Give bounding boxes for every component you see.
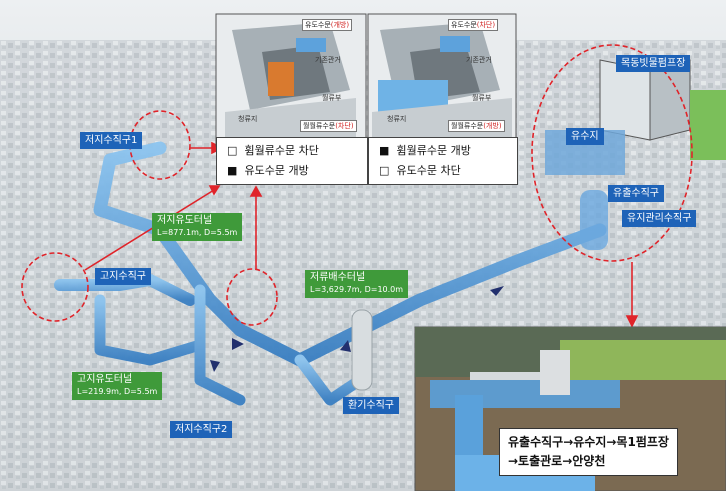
label-low-shaft-2: 저지수직구2 bbox=[170, 421, 233, 438]
inset-left-frame bbox=[215, 13, 367, 147]
label-low-shaft-1: 저지수직구1 bbox=[80, 132, 143, 149]
legend-right-mark-1: ■ bbox=[379, 144, 390, 157]
inset-left-existing-pipe: 기존관거 bbox=[315, 56, 341, 64]
label-high-tunnel-spec: L=219.9m, D=5.5m bbox=[77, 387, 158, 396]
inset-left-ground: 청류지 bbox=[238, 115, 258, 123]
legend-left-text-2: 유도수문 개방 bbox=[244, 164, 309, 177]
label-storage-tunnel: 저류배수터널 L=3,629.7m, D=10.0m bbox=[305, 270, 409, 298]
label-low-tunnel-title: 저지유도터널 bbox=[157, 215, 213, 226]
label-maintenance-shaft: 유지관리수직구 bbox=[622, 210, 697, 227]
inset-right-existing-pipe: 기존관거 bbox=[466, 56, 492, 64]
callout-circle-outflow bbox=[531, 44, 693, 262]
route-caption-line-1: 유출수직구→유수지→목1펌프장 bbox=[508, 435, 669, 449]
legend-right-mark-2: □ bbox=[379, 164, 390, 177]
inset-right-gate-top: 유도수문(차단) bbox=[448, 19, 499, 31]
route-caption: 유출수직구→유수지→목1펌프장 →토출관로→안양천 bbox=[499, 428, 678, 476]
label-low-tunnel-spec: L=877.1m, D=5.5m bbox=[157, 228, 238, 237]
pump-station-graphic bbox=[545, 59, 726, 175]
inset-left-gate-bottom: 월월류수문(차단) bbox=[300, 120, 357, 132]
label-high-tunnel: 고지유도터널 L=219.9m, D=5.5m bbox=[72, 372, 163, 400]
route-caption-line-2: →토출관로→안양천 bbox=[508, 454, 606, 468]
legend-right-text-2: 유도수문 차단 bbox=[396, 164, 461, 177]
label-low-tunnel: 저지유도터널 L=877.1m, D=5.5m bbox=[152, 213, 243, 241]
inset-left-overflow-weir: 월류부 bbox=[322, 94, 342, 102]
legend-left-mark-2: ■ bbox=[227, 164, 238, 177]
legend-left: □ 휨월류수문 차단 ■ 유도수문 개방 bbox=[216, 137, 368, 185]
label-high-tunnel-title: 고지유도터널 bbox=[77, 374, 133, 385]
callout-circle-junction bbox=[226, 268, 278, 326]
label-outflow-shaft: 유출수직구 bbox=[608, 185, 664, 202]
flow-arrows bbox=[210, 286, 504, 372]
label-high-shaft: 고지수직구 bbox=[95, 268, 151, 285]
label-storage-tunnel-title: 저류배수터널 bbox=[310, 272, 366, 283]
inset-left-gate-top: 유도수문(개방) bbox=[302, 19, 353, 31]
legend-left-mark-1: □ bbox=[227, 144, 238, 157]
inset-right-gate-bottom: 월월류수문(개방) bbox=[448, 120, 505, 132]
label-vent-shaft: 환기수직구 bbox=[343, 397, 399, 414]
callout-circle-high-shaft bbox=[21, 252, 89, 322]
legend-left-text-1: 휨월류수문 차단 bbox=[244, 144, 319, 157]
legend-right-text-1: 휨월류수문 개방 bbox=[396, 144, 471, 157]
tunnel-network bbox=[54, 133, 666, 406]
inset-right-ground: 청류지 bbox=[387, 115, 407, 123]
legend-right: ■ 휨월류수문 개방 □ 유도수문 차단 bbox=[368, 137, 518, 185]
label-reservoir: 유수지 bbox=[566, 128, 604, 145]
label-pump-station: 목동빗물펌프장 bbox=[616, 55, 691, 72]
inset-right-overflow-weir: 월류부 bbox=[472, 94, 492, 102]
label-storage-tunnel-spec: L=3,629.7m, D=10.0m bbox=[310, 285, 404, 294]
